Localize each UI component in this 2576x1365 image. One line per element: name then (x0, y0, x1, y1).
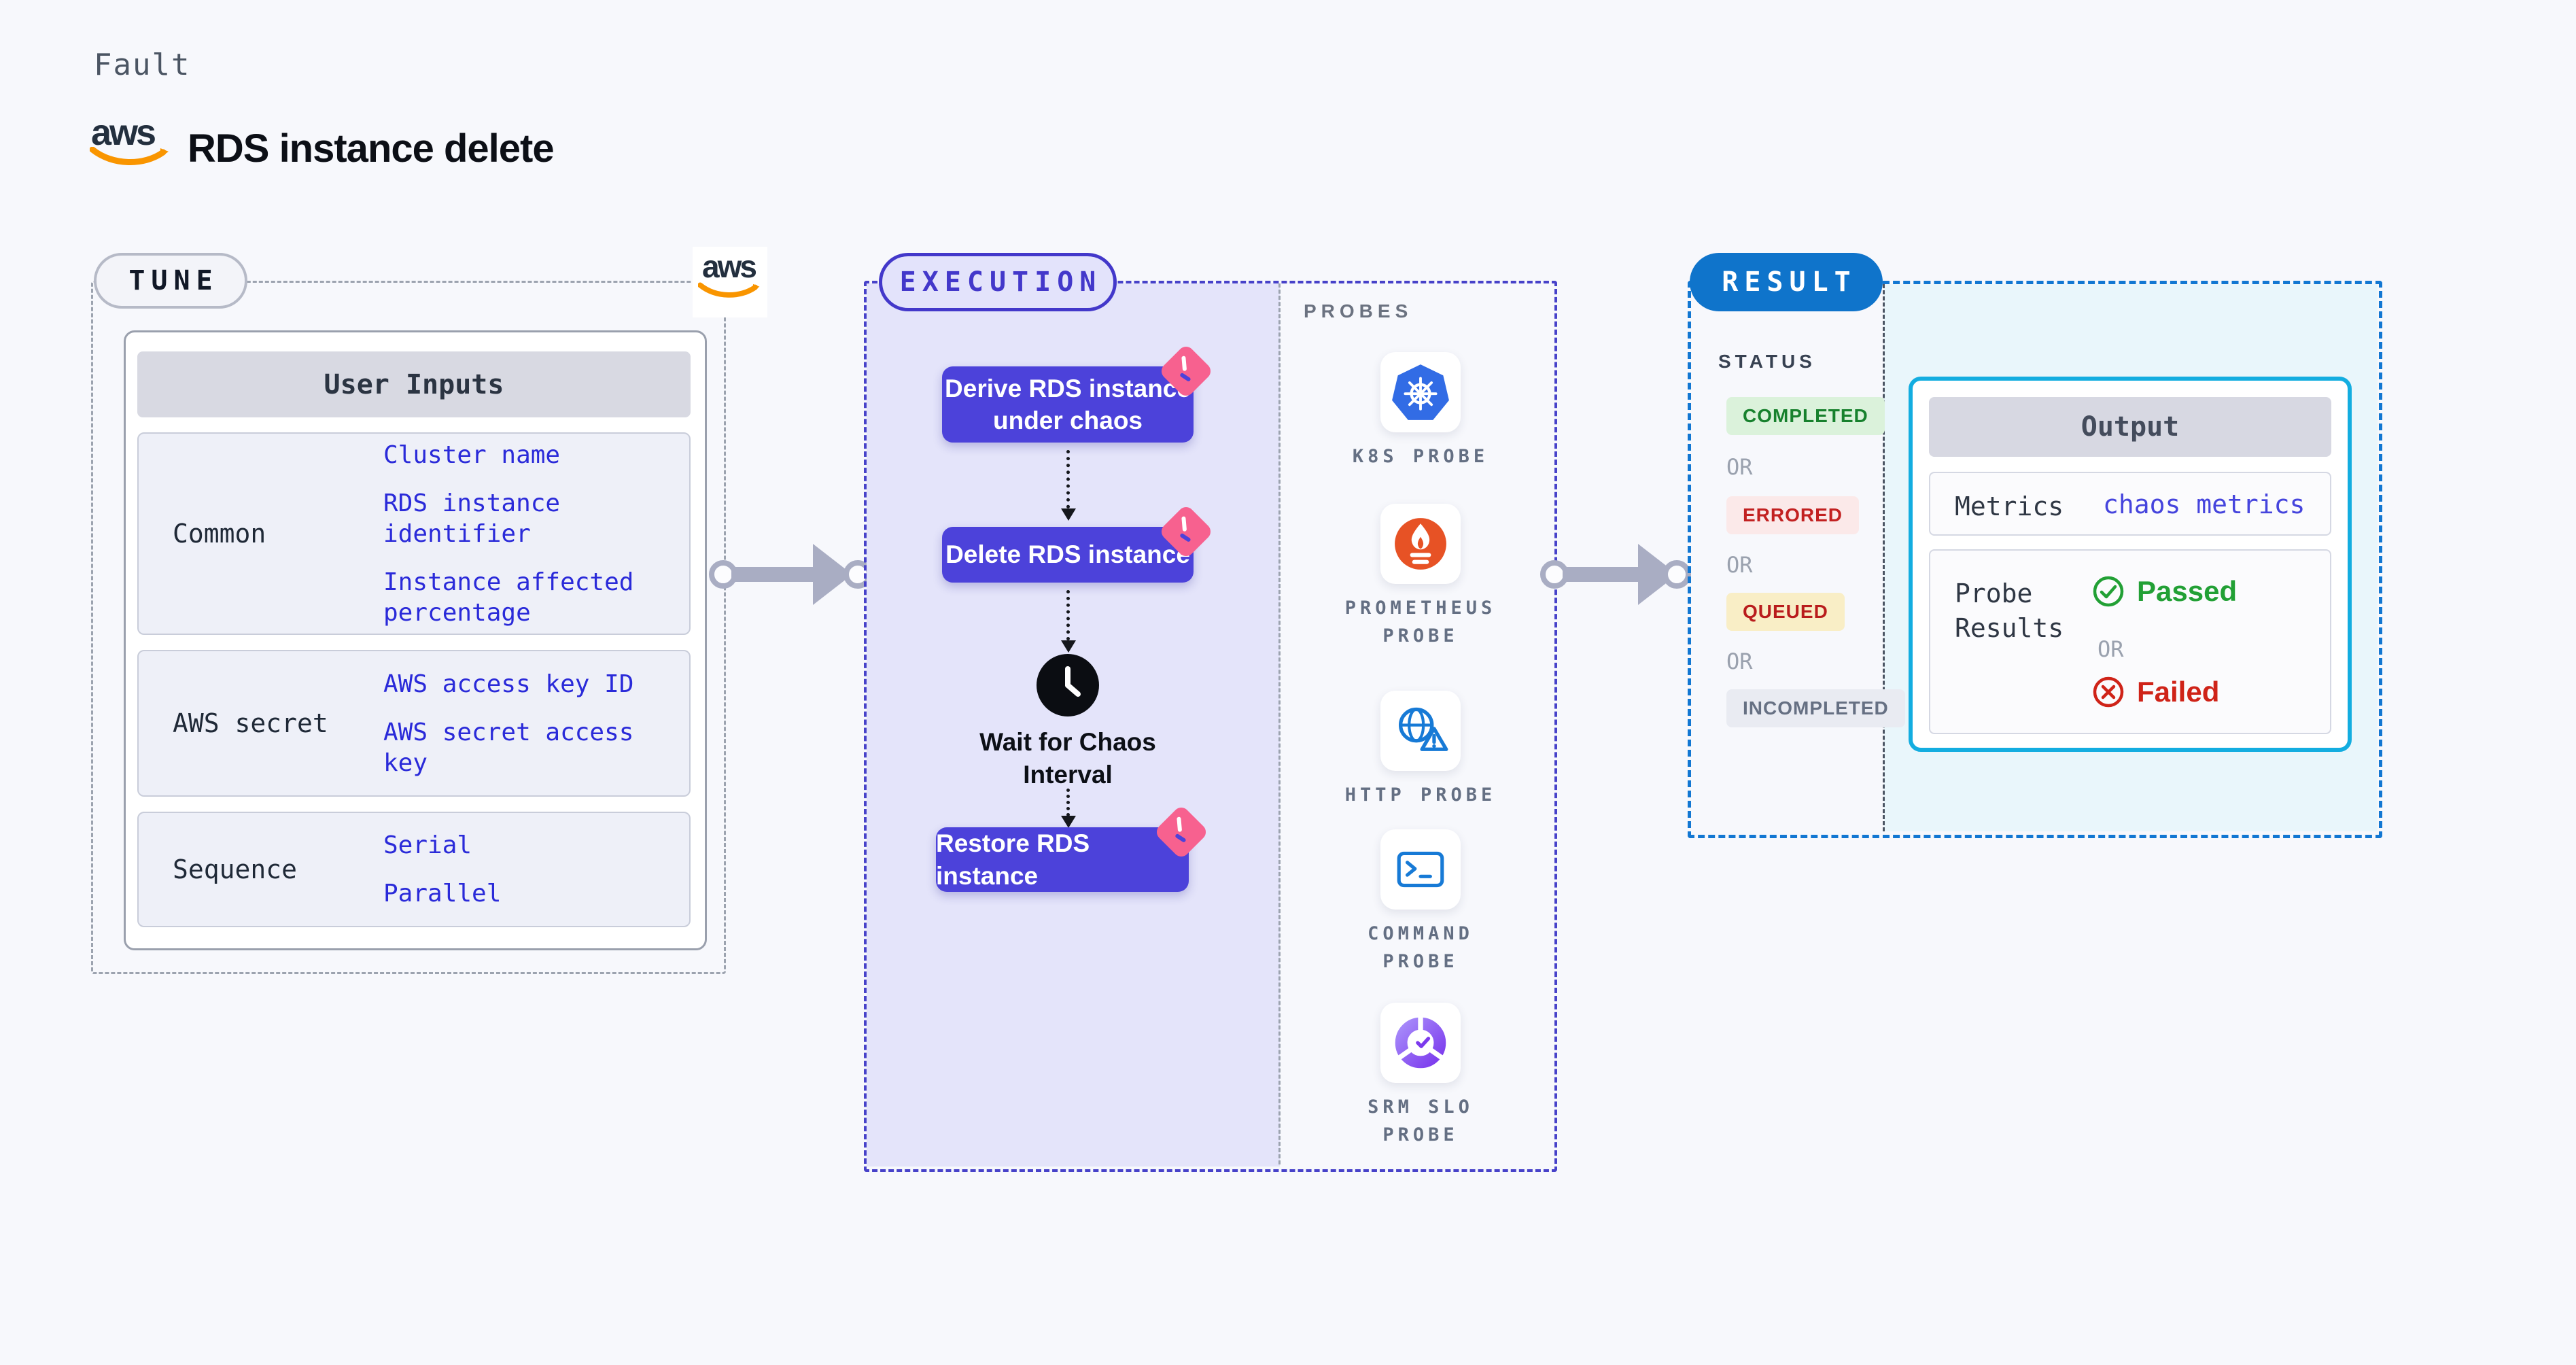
wait-for-chaos-label: Wait for Chaos Interval (932, 726, 1204, 791)
prometheus-icon (1395, 518, 1446, 570)
http-globe-icon (1398, 707, 1448, 751)
input-row-label: Sequence (173, 854, 298, 884)
probe-card-srm-slo[interactable] (1380, 1003, 1461, 1083)
probe-card-command[interactable] (1380, 829, 1461, 910)
output-card: Output Metrics chaos metrics Probe Resul… (1909, 377, 2352, 752)
connector-line (1563, 567, 1643, 582)
status-badge-errored: ERRORED (1726, 496, 1860, 534)
execution-section (864, 281, 1557, 1172)
wait-label-line: Wait for Chaos (979, 728, 1156, 756)
probe-label-srm-slo: SRM SLO PROBE (1368, 1096, 1474, 1145)
aws-logo: aws (90, 112, 173, 182)
failed-label: Failed (2137, 676, 2220, 708)
probe-label-http: HTTP PROBE (1344, 784, 1497, 806)
status-badge-incompleted: INCOMPLETED (1726, 689, 1905, 727)
output-row-metrics: Metrics chaos metrics (1929, 472, 2331, 536)
connector-end-node (1663, 560, 1691, 589)
input-row-common: Common Cluster name RDS instance identif… (137, 432, 691, 635)
status-heading: STATUS (1718, 351, 1816, 372)
probe-label-k8s: K8S PROBE (1352, 446, 1489, 467)
tune-aws-smile-icon (698, 282, 760, 298)
input-row-sequence: Sequence Serial Parallel (137, 812, 691, 927)
input-value-link[interactable]: Serial (383, 831, 472, 859)
step-label-line: Restore RDS instance (936, 829, 1090, 890)
step-derive-rds-instance[interactable]: Derive RDS instance under chaos (942, 343, 1215, 443)
or-label: OR (1726, 649, 1753, 674)
tune-aws-logo: aws (693, 247, 767, 317)
execution-badge-label: EXECUTION (899, 266, 1102, 298)
tune-section (91, 281, 726, 974)
input-row-label: AWS secret (173, 708, 328, 738)
connector-line (731, 567, 817, 582)
input-value-link[interactable]: AWS secret access key (383, 718, 634, 777)
result-status-divider (1883, 284, 1885, 831)
input-row-values: Serial Parallel (383, 813, 676, 926)
execution-badge[interactable]: EXECUTION (879, 253, 1117, 311)
probe-results-label: Probe Results (1955, 578, 2064, 644)
input-row-label: Common (173, 519, 266, 549)
flow-arrow-down (1061, 590, 1076, 653)
input-value-link[interactable]: Cluster name (383, 440, 561, 469)
probe-card-prometheus[interactable] (1380, 504, 1461, 584)
or-label: OR (2098, 636, 2124, 662)
slo-donut-icon (1395, 1014, 1446, 1069)
flow-arrow-down (1061, 789, 1076, 828)
passed-label: Passed (2137, 575, 2238, 607)
step-label-line: Derive RDS instance (945, 374, 1191, 402)
output-header-label: Output (2081, 411, 2180, 443)
aws-logo-text: aws (91, 112, 156, 153)
output-header: Output (1929, 397, 2331, 457)
terminal-icon (1397, 851, 1444, 888)
step-label-line: under chaos (993, 407, 1143, 434)
input-value-link[interactable]: Instance affected percentage (383, 568, 634, 627)
input-row-aws-secret: AWS secret AWS access key ID AWS secret … (137, 650, 691, 797)
execution-probes-divider (1278, 283, 1281, 1164)
result-badge-label: RESULT (1722, 266, 1857, 298)
output-row-probe-results: Probe Results Passed OR Failed (1929, 549, 2331, 734)
input-row-values: AWS access key ID AWS secret access key (383, 651, 676, 795)
user-inputs-header-label: User Inputs (324, 368, 504, 400)
probes-heading: PROBES (1304, 300, 1413, 322)
status-badge-queued: QUEUED (1726, 593, 1845, 631)
user-inputs-card: User Inputs Common Cluster name RDS inst… (124, 330, 707, 950)
step-label-line: Delete RDS instance (945, 540, 1190, 569)
page-title: RDS instance delete (188, 126, 555, 171)
metrics-value-link[interactable]: chaos metrics (2103, 489, 2305, 519)
x-circle-icon (2093, 676, 2124, 708)
tune-badge-label: TUNE (128, 265, 219, 296)
input-value-link[interactable]: RDS instance identifier (383, 489, 561, 548)
or-label: OR (1726, 552, 1753, 578)
input-value-link[interactable]: AWS access key ID (383, 670, 634, 698)
aws-smile-icon (90, 147, 169, 165)
step-delete-rds-instance[interactable]: Delete RDS instance (942, 503, 1215, 583)
flow-arrow-down (1061, 450, 1076, 521)
metrics-label: Metrics (1955, 491, 2064, 521)
clock-icon (1037, 654, 1099, 716)
input-row-values: Cluster name RDS instance identifier Ins… (383, 434, 676, 634)
tune-aws-logo-text: aws (702, 249, 757, 284)
status-badge-completed: COMPLETED (1726, 397, 1885, 435)
probe-label-command: COMMAND PROBE (1368, 923, 1474, 972)
probe-label-prometheus: PROMETHEUS PROBE (1344, 598, 1497, 646)
step-restore-rds-instance[interactable]: Restore RDS instance (936, 804, 1210, 892)
check-circle-icon (2093, 576, 2124, 607)
fault-kicker: Fault (94, 48, 191, 82)
kubernetes-icon (1392, 364, 1449, 420)
input-value-link[interactable]: Parallel (383, 880, 502, 908)
tune-badge[interactable]: TUNE (94, 253, 247, 309)
probe-card-k8s[interactable] (1380, 352, 1461, 432)
wait-label-line: Interval (1023, 761, 1113, 789)
or-label: OR (1726, 454, 1753, 480)
probe-card-http[interactable] (1380, 691, 1461, 771)
result-section (1688, 281, 2382, 838)
user-inputs-header: User Inputs (137, 351, 691, 417)
result-badge[interactable]: RESULT (1690, 253, 1883, 311)
